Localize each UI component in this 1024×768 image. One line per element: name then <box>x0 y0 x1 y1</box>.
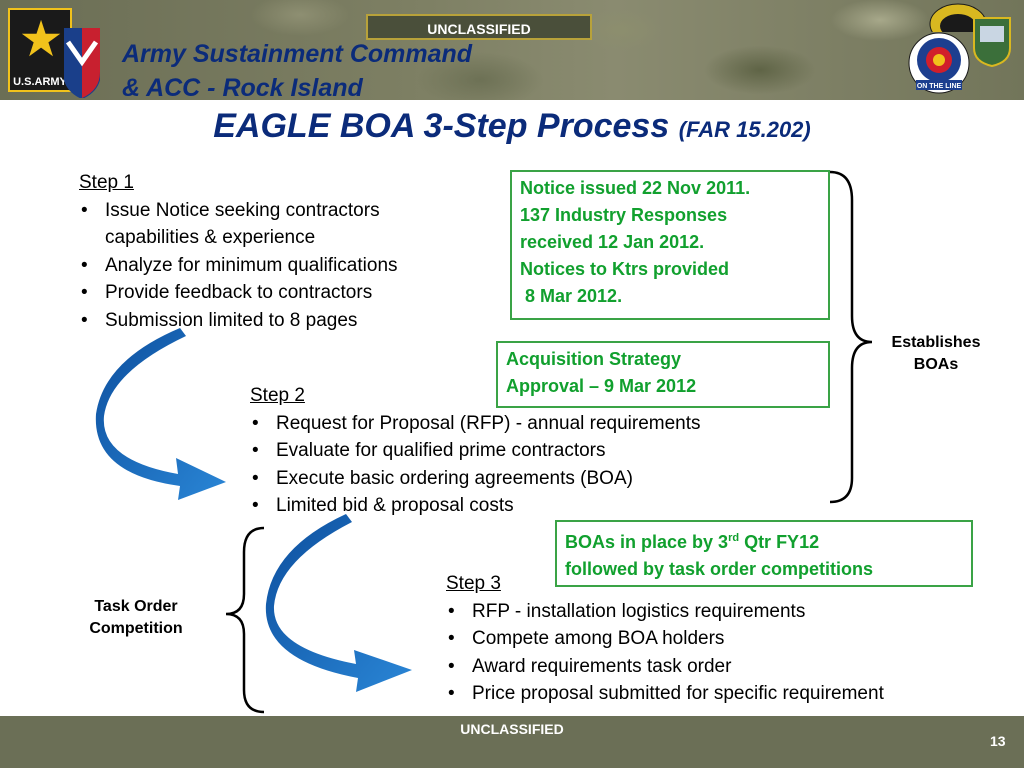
step-2: Step 2 Request for Proposal (RFP) - annu… <box>250 382 810 520</box>
establishes-boas-label: Establishes BOAs <box>874 332 998 376</box>
label-line: Establishes <box>891 334 981 351</box>
classification-banner-top: UNCLASSIFIED <box>366 14 592 40</box>
army-star-logo: ★ U.S.ARMY <box>8 8 72 92</box>
callout-line: received 12 Jan 2012. <box>520 232 705 252</box>
step-1: Step 1 Issue Notice seeking contractors … <box>79 169 469 334</box>
star-icon: ★ <box>18 11 64 67</box>
list-item: Price proposal submitted for specific re… <box>446 680 986 708</box>
acquisition-callout: Acquisition Strategy Approval – 9 Mar 20… <box>496 341 830 408</box>
label-line: Competition <box>89 620 183 637</box>
boas-line1-sup: rd <box>728 532 740 544</box>
step-1-list: Issue Notice seeking contractors capabil… <box>79 197 469 335</box>
org-title-line2: & ACC - Rock Island <box>122 74 363 102</box>
step-2-list: Request for Proposal (RFP) - annual requ… <box>250 410 810 520</box>
callout-line: BOAs in place by 3rd Qtr FY12 <box>565 525 963 556</box>
curved-arrow-icon <box>265 514 412 692</box>
callout-line: Approval – 9 Mar 2012 <box>506 376 697 396</box>
boas-line1-pre: BOAs in place by 3 <box>565 532 729 552</box>
boas-line1-post: Qtr FY12 <box>739 532 820 552</box>
unit-crest-icon <box>973 17 1011 68</box>
list-item: Evaluate for qualified prime contractors <box>250 437 810 465</box>
list-item: Submission limited to 8 pages <box>79 307 469 335</box>
title-reference: (FAR 15.202) <box>678 117 811 142</box>
list-item: Execute basic ordering agreements (BOA) <box>250 465 810 493</box>
curved-arrow-icon <box>95 328 227 500</box>
classification-banner-bottom: UNCLASSIFIED <box>460 721 564 737</box>
callout-line: 8 Mar 2012. <box>520 286 623 306</box>
step-3-heading: Step 3 <box>446 573 501 594</box>
boas-callout: BOAs in place by 3rd Qtr FY12 followed b… <box>555 520 973 587</box>
page-number: 13 <box>990 733 1006 749</box>
org-title-line1: Army Sustainment Command <box>122 40 473 68</box>
label-line: BOAs <box>913 356 959 373</box>
on-the-line-seal-icon: ON THE LINE <box>908 32 970 94</box>
step-3-list: RFP - installation logistics requirement… <box>446 598 986 708</box>
list-item: Issue Notice seeking contractors capabil… <box>79 197 469 252</box>
task-order-label: Task Order Competition <box>66 596 206 640</box>
step-1-heading: Step 1 <box>79 172 134 193</box>
list-item: Award requirements task order <box>446 653 986 681</box>
list-item: Provide feedback to contractors <box>79 279 469 307</box>
asc-shield-icon <box>64 28 100 98</box>
list-item: Compete among BOA holders <box>446 625 986 653</box>
step-3: Step 3 RFP - installation logistics requ… <box>446 570 986 708</box>
right-brace <box>829 170 873 504</box>
notice-callout: Notice issued 22 Nov 2011. 137 Industry … <box>510 170 830 320</box>
slide-title: EAGLE BOA 3-Step Process (FAR 15.202) <box>0 107 1024 146</box>
list-item: RFP - installation logistics requirement… <box>446 598 986 626</box>
list-item: Request for Proposal (RFP) - annual requ… <box>250 410 810 438</box>
seal-text: ON THE LINE <box>917 83 962 90</box>
callout-line: Notice issued 22 Nov 2011. <box>520 178 751 198</box>
list-item: Limited bid & proposal costs <box>250 492 810 520</box>
header-divider <box>0 100 1024 104</box>
list-item: Analyze for minimum qualifications <box>79 252 469 280</box>
step-2-heading: Step 2 <box>250 385 305 406</box>
org-title: Army Sustainment Command & ACC - Rock Is… <box>122 37 472 105</box>
callout-line: followed by task order competitions <box>565 559 874 579</box>
callout-line: 137 Industry Responses <box>520 205 728 225</box>
callout-line: Acquisition Strategy <box>506 349 682 369</box>
army-logo-text: U.S.ARMY <box>13 76 67 88</box>
label-line: Task Order <box>94 598 178 615</box>
callout-line: Notices to Ktrs provided <box>520 259 730 279</box>
title-main: EAGLE BOA 3-Step Process <box>213 107 670 145</box>
left-brace <box>225 526 265 714</box>
footer-bar <box>0 716 1024 768</box>
